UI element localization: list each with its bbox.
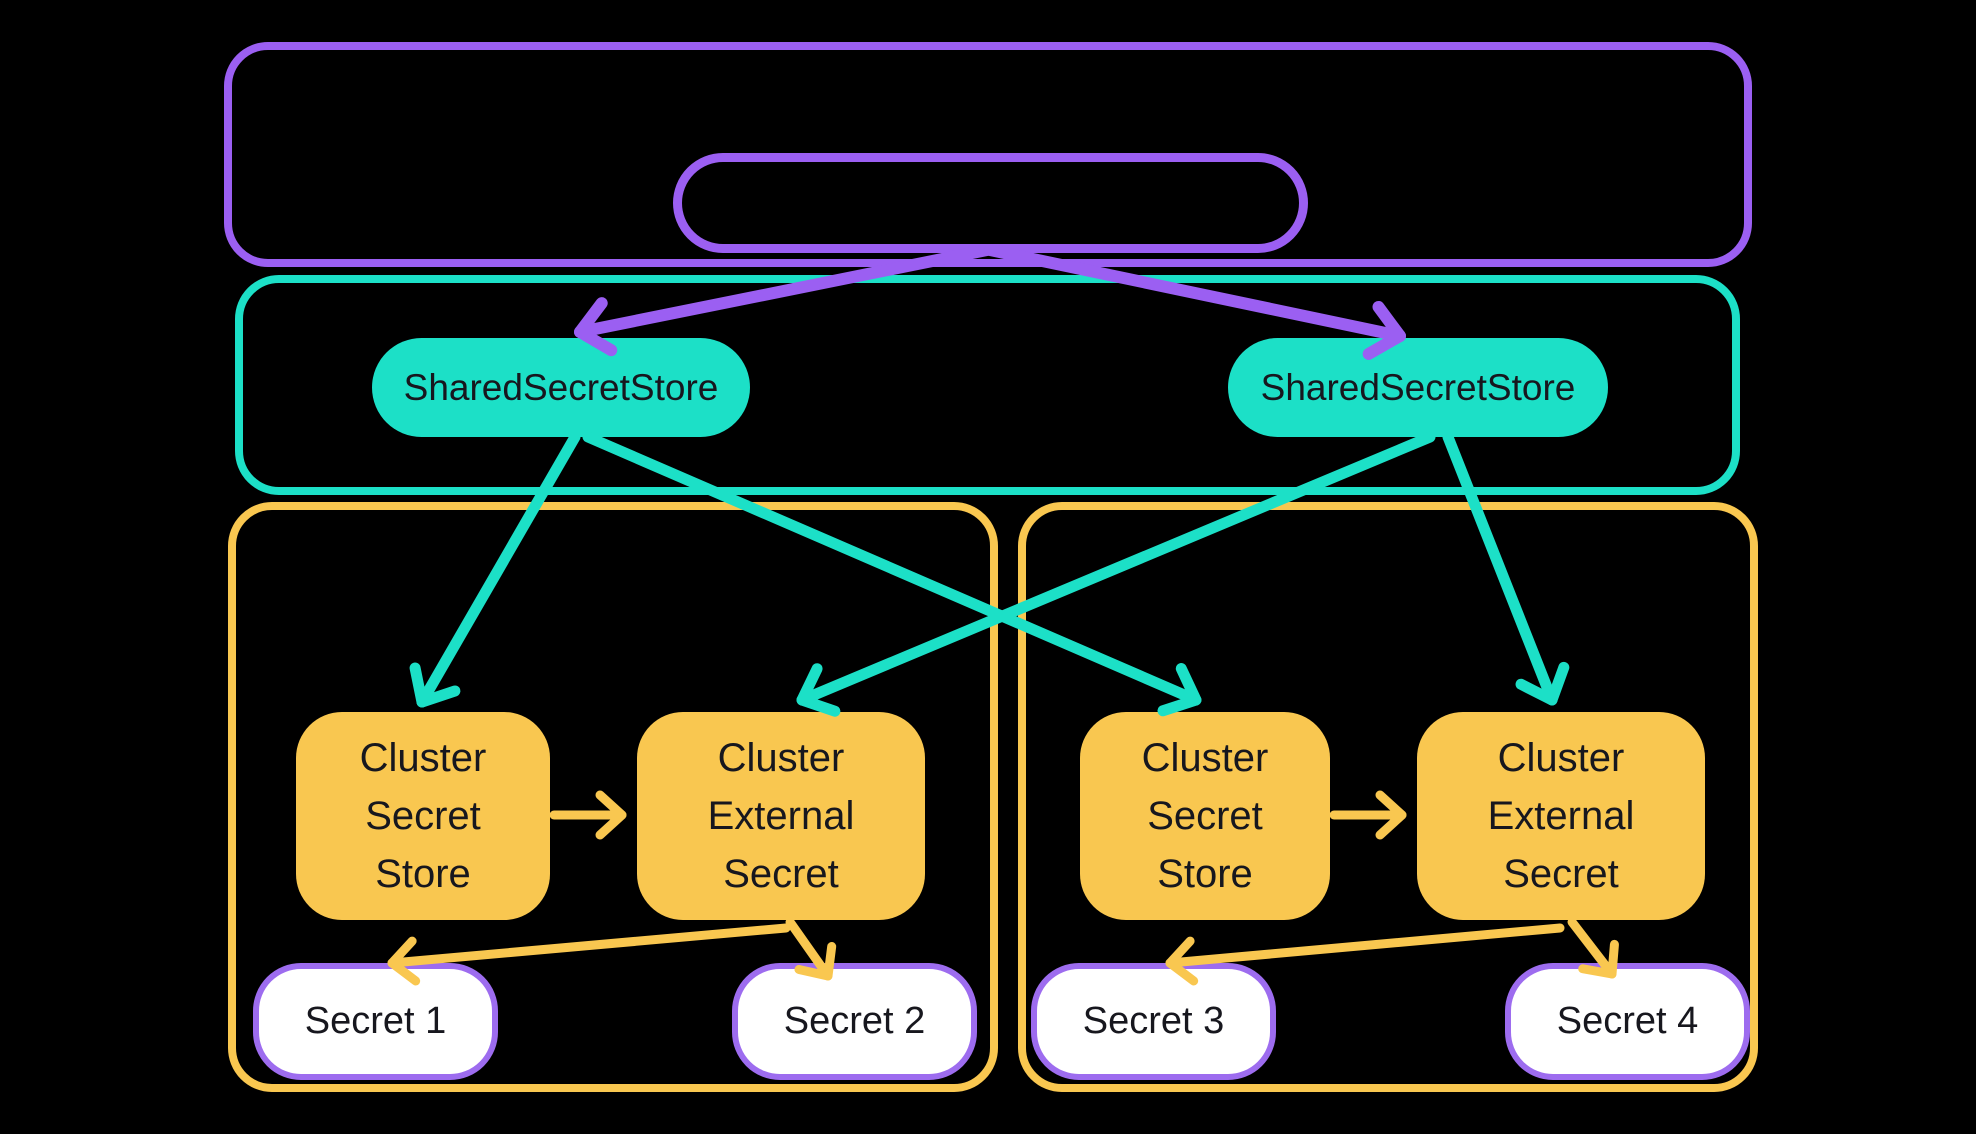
management-pill — [673, 153, 1308, 253]
shared-secret-store-right: SharedSecretStore — [1228, 338, 1608, 437]
secret-3-label: Secret 3 — [1082, 1000, 1225, 1042]
secret-3: Secret 3 — [1031, 963, 1276, 1080]
cluster-secret-store-right-label: Cluster Secret Store — [1141, 736, 1269, 896]
secret-1: Secret 1 — [253, 963, 498, 1080]
cluster-external-secret-left-label: Cluster External Secret — [707, 736, 855, 896]
shared-secret-store-right-label: SharedSecretStore — [1260, 366, 1576, 408]
cluster-external-secret-right: Cluster External Secret — [1417, 712, 1705, 920]
shared-secret-store-left-label: SharedSecretStore — [403, 366, 719, 408]
secret-2-label: Secret 2 — [783, 1000, 926, 1042]
secret-4: Secret 4 — [1505, 963, 1750, 1080]
secret-4-label: Secret 4 — [1556, 1000, 1699, 1042]
cluster-external-secret-right-label: Cluster External Secret — [1487, 736, 1635, 896]
secret-1-label: Secret 1 — [304, 1000, 447, 1042]
cluster-secret-store-right: Cluster Secret Store — [1080, 712, 1330, 920]
cluster-secret-store-left-label: Cluster Secret Store — [359, 736, 487, 896]
cluster-external-secret-left: Cluster External Secret — [637, 712, 925, 920]
cluster-secret-store-left: Cluster Secret Store — [296, 712, 550, 920]
secret-2: Secret 2 — [732, 963, 977, 1080]
shared-secret-store-left: SharedSecretStore — [372, 338, 750, 437]
